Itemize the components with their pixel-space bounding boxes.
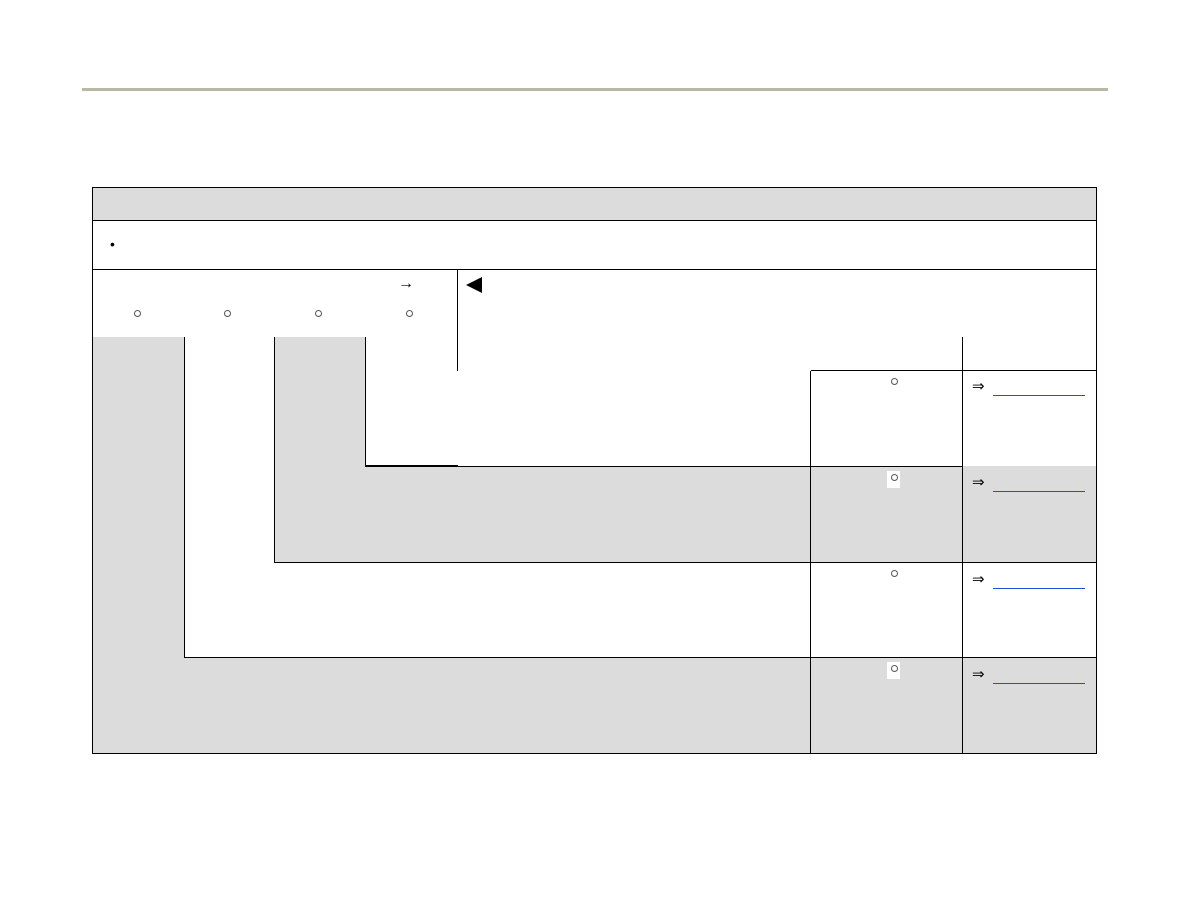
level-4-radio[interactable]: [406, 310, 413, 317]
double-right-arrow-icon: ⇒: [972, 666, 985, 683]
table-row: ⇒: [962, 562, 1097, 658]
level-1-radio[interactable]: [134, 310, 141, 317]
bullet-dot-icon: •: [110, 236, 115, 252]
bullet-row: •: [92, 221, 1097, 270]
table-row: ⇒: [962, 371, 1097, 467]
table-header: [92, 187, 1097, 221]
double-right-arrow-icon: ⇒: [972, 378, 985, 395]
level-4-bottom-edge: [365, 465, 458, 466]
table-row: [810, 657, 963, 754]
table-row: [810, 466, 963, 563]
level-4-content: [457, 371, 811, 466]
double-right-arrow-icon: ⇒: [972, 474, 985, 491]
row-link[interactable]: [993, 683, 1085, 684]
table-row: [810, 562, 963, 658]
header-rule: [82, 88, 1108, 91]
small-circle-icon: [891, 474, 898, 481]
table-row: [810, 371, 963, 467]
row-link[interactable]: [993, 491, 1085, 492]
column-divider: [962, 337, 963, 371]
row-link[interactable]: [993, 395, 1085, 396]
level-3-bottom-edge: [274, 562, 811, 563]
table-row: ⇒: [962, 466, 1097, 563]
right-arrow-icon: →: [398, 275, 414, 292]
level-2-bottom-edge: [184, 657, 811, 658]
level-selector: →: [92, 269, 458, 337]
row-link[interactable]: [993, 588, 1085, 589]
double-right-arrow-icon: ⇒: [972, 571, 985, 588]
level-3-radio[interactable]: [315, 310, 322, 317]
left-triangle-icon: [466, 277, 482, 293]
table-row: ⇒: [962, 657, 1097, 754]
small-circle-icon: [891, 378, 898, 385]
level-2-radio[interactable]: [224, 310, 231, 317]
small-circle-icon: [891, 570, 898, 577]
small-circle-icon: [891, 665, 898, 672]
instruction-left-edge: [457, 337, 458, 371]
